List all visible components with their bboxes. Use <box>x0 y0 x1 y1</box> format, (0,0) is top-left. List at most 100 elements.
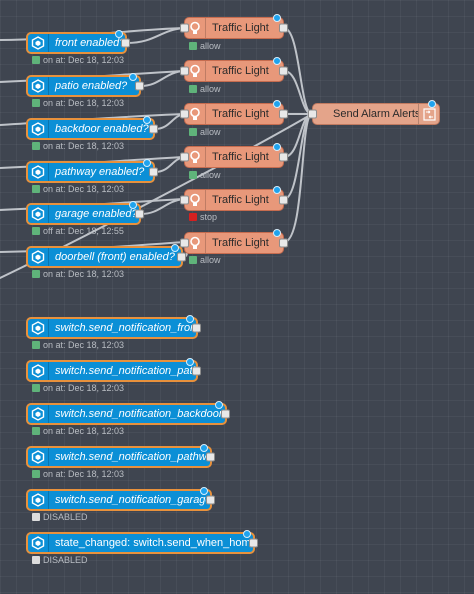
status-text: on at: Dec 18, 12:03 <box>32 184 124 194</box>
ha-node-backdoor[interactable]: backdoor enabled? <box>26 116 158 140</box>
ha-node-label: switch.send_notification_front <box>55 322 196 334</box>
link-out-icon <box>418 104 439 124</box>
home-assistant-icon <box>28 362 49 380</box>
status-text: DISABLED <box>32 512 88 522</box>
ha-node-notify-front[interactable]: switch.send_notification_front <box>26 315 201 339</box>
ha-node-doorbell[interactable]: doorbell (front) enabled? <box>26 244 186 268</box>
status-text: DISABLED <box>32 555 88 565</box>
ha-node-label: pathway enabled? <box>55 166 145 178</box>
traffic-light-node-6[interactable]: Traffic Light <box>180 229 288 254</box>
traffic-light-label: Traffic Light <box>212 65 269 77</box>
output-port[interactable] <box>279 23 288 33</box>
ha-node-front[interactable]: front enabled? <box>26 30 130 54</box>
wire <box>283 113 313 243</box>
traffic-light-icon <box>185 18 206 38</box>
traffic-light-icon <box>185 147 206 167</box>
ha-node-notify-backdoor[interactable]: switch.send_notification_backdoor <box>26 401 230 425</box>
traffic-light-node-1[interactable]: Traffic Light <box>180 14 288 39</box>
send-alarm-alerts-node[interactable]: Send Alarm Alerts <box>308 100 440 125</box>
input-port[interactable] <box>180 195 189 205</box>
home-assistant-icon <box>28 405 49 423</box>
output-port[interactable] <box>149 167 158 177</box>
status-text: on at: Dec 18, 12:03 <box>32 269 124 279</box>
input-port[interactable] <box>308 109 317 119</box>
status-text: on at: Dec 18, 12:03 <box>32 469 124 479</box>
ha-node-label: patio enabled? <box>55 80 128 92</box>
status-text: stop <box>189 212 217 222</box>
input-port[interactable] <box>180 238 189 248</box>
traffic-light-icon <box>185 104 206 124</box>
traffic-light-node-3[interactable]: Traffic Light <box>180 100 288 125</box>
input-port[interactable] <box>180 152 189 162</box>
output-port[interactable] <box>177 252 186 262</box>
output-port[interactable] <box>121 38 130 48</box>
output-port[interactable] <box>149 124 158 134</box>
home-assistant-icon <box>28 491 49 509</box>
output-port[interactable] <box>192 323 201 333</box>
ha-node-label: backdoor enabled? <box>55 123 149 135</box>
traffic-light-label: Traffic Light <box>212 194 269 206</box>
ha-node-label: switch.send_notification_garage <box>55 494 210 506</box>
changed-indicator <box>273 57 281 65</box>
traffic-light-node-5[interactable]: Traffic Light <box>180 186 288 211</box>
home-assistant-icon <box>28 77 49 95</box>
ha-node-label: garage enabled? <box>55 208 138 220</box>
traffic-light-label: Traffic Light <box>212 22 269 34</box>
changed-indicator <box>273 100 281 108</box>
output-port[interactable] <box>206 452 215 462</box>
input-port[interactable] <box>180 109 189 119</box>
output-port[interactable] <box>206 495 215 505</box>
status-text: allow <box>189 41 221 51</box>
status-text: on at: Dec 18, 12:03 <box>32 55 124 65</box>
ha-node-pathway[interactable]: pathway enabled? <box>26 159 158 183</box>
changed-indicator <box>428 100 436 108</box>
traffic-light-node-2[interactable]: Traffic Light <box>180 57 288 82</box>
changed-indicator <box>129 201 137 209</box>
ha-node-label: doorbell (front) enabled? <box>55 251 175 263</box>
output-port[interactable] <box>135 81 144 91</box>
traffic-light-node-4[interactable]: Traffic Light <box>180 143 288 168</box>
traffic-light-icon <box>185 233 206 253</box>
changed-indicator <box>273 229 281 237</box>
status-text: off at: Dec 18, 12:55 <box>32 226 124 236</box>
ha-node-patio[interactable]: patio enabled? <box>26 73 144 97</box>
output-port[interactable] <box>221 409 230 419</box>
changed-indicator <box>115 30 123 38</box>
ha-node-notify-garage[interactable]: switch.send_notification_garage <box>26 487 215 511</box>
output-port[interactable] <box>279 238 288 248</box>
status-text: on at: Dec 18, 12:03 <box>32 141 124 151</box>
status-text: allow <box>189 127 221 137</box>
output-port[interactable] <box>279 66 288 76</box>
changed-indicator <box>186 358 194 366</box>
output-port[interactable] <box>279 195 288 205</box>
changed-indicator <box>273 14 281 22</box>
changed-indicator <box>186 315 194 323</box>
home-assistant-icon <box>28 163 49 181</box>
ha-node-notify-patio[interactable]: switch.send_notification_patio <box>26 358 201 382</box>
status-text: allow <box>189 84 221 94</box>
ha-node-garage[interactable]: garage enabled? <box>26 201 144 225</box>
changed-indicator <box>200 444 208 452</box>
ha-node-label: switch.send_notification_patio <box>55 365 196 377</box>
home-assistant-icon <box>28 205 49 223</box>
changed-indicator <box>243 530 251 538</box>
input-port[interactable] <box>180 66 189 76</box>
status-text: allow <box>189 255 221 265</box>
changed-indicator <box>273 143 281 151</box>
wire <box>126 27 185 44</box>
home-assistant-icon <box>28 248 49 266</box>
wire <box>140 198 185 215</box>
alarm-node-label: Send Alarm Alerts <box>333 108 418 120</box>
ha-node-label: switch.send_notification_pathway <box>55 451 210 463</box>
ha-node-label: front enabled? <box>55 37 125 49</box>
output-port[interactable] <box>279 109 288 119</box>
home-assistant-icon <box>28 34 49 52</box>
ha-node-notify-pathway[interactable]: switch.send_notification_pathway <box>26 444 215 468</box>
input-port[interactable] <box>180 23 189 33</box>
output-port[interactable] <box>135 209 144 219</box>
traffic-light-label: Traffic Light <box>212 237 269 249</box>
output-port[interactable] <box>279 152 288 162</box>
ha-node-state-changed[interactable]: state_changed: switch.send_when_home <box>26 530 258 554</box>
output-port[interactable] <box>192 366 201 376</box>
output-port[interactable] <box>249 538 258 548</box>
